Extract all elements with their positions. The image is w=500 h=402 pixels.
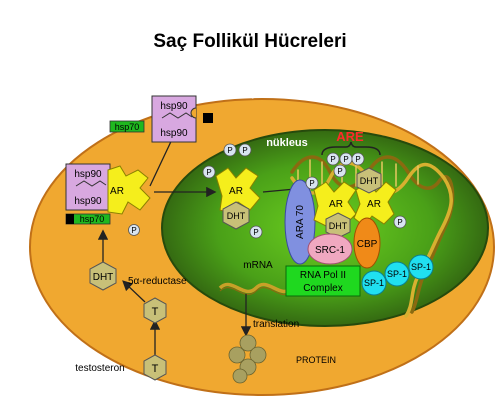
- p-label-n2: P: [242, 146, 247, 155]
- p-label-d5: P: [309, 179, 314, 188]
- cytoplasm-label: sitoplazma: [232, 87, 290, 99]
- dht-label-cytoplasm: DHT: [93, 272, 114, 283]
- hsp70-label-cyto: hsp70: [80, 214, 105, 224]
- ar-label-cytoplasm: AR: [110, 186, 124, 197]
- translation-label: translation: [253, 319, 299, 330]
- rnapol-label-2: Complex: [303, 283, 342, 294]
- rna-pol-complex: RNA Pol II Complex: [285, 265, 361, 297]
- t-label-lower: T: [152, 363, 159, 375]
- p-label-d4: P: [337, 167, 342, 176]
- nucleus-label: nükleus: [266, 137, 308, 149]
- cbp: CBP: [353, 217, 381, 269]
- hsp90-label-free-2: hsp90: [160, 128, 188, 139]
- ar-label-entering: AR: [229, 186, 243, 197]
- mrna-label: mRNA: [243, 260, 273, 271]
- p-label-d1: P: [330, 155, 335, 164]
- src1-label: SRC-1: [315, 245, 345, 256]
- dht-label-dimer-bottom: DHT: [329, 221, 348, 231]
- diagram-title: Saç Follikül Hücreleri: [153, 31, 346, 52]
- dht-hexagon-cytoplasm: DHT: [89, 261, 117, 291]
- rnapol-label-1: RNA Pol II: [300, 270, 346, 281]
- hsp70-label-free: hsp70: [115, 122, 140, 132]
- ar-receptor-dimer-right: [353, 181, 397, 227]
- mrna-strand: [218, 282, 294, 294]
- t-label-upper: T: [152, 306, 159, 318]
- hsp90-label-cyto-1: hsp90: [74, 169, 102, 180]
- sp1-label-2: SP-1: [387, 269, 407, 279]
- ar-receptor-cytoplasm: [107, 165, 151, 215]
- reductase-label: 5α-reductase: [128, 276, 187, 287]
- p-label-d3: P: [355, 155, 360, 164]
- ar-dht-entering: P P P AR DHT P: [202, 143, 263, 239]
- sp1-label-1: SP-1: [364, 278, 384, 288]
- p-label-cyto: P: [131, 226, 136, 235]
- dht-label-dimer-top: DHT: [360, 176, 379, 186]
- dht-label-entering: DHT: [227, 211, 246, 221]
- free-hsp-complex: hsp90 hsp90 hsp70: [109, 95, 213, 143]
- ar-receptor-entering: [215, 167, 261, 215]
- are-brace: [321, 141, 381, 156]
- ar-dimer: AR AR P P P P P P DHT DHT: [305, 152, 407, 239]
- ar-label-dimer-left: AR: [329, 199, 343, 210]
- sp1-label-3: SP-1: [411, 262, 431, 272]
- testosteron-label: testosteron: [75, 363, 124, 374]
- protein-blob: [228, 334, 267, 384]
- cytoplasmic-ar-complex: hsp90 hsp90 AR hsp70 P: [65, 163, 151, 236]
- are-label: ARE: [336, 129, 364, 144]
- src1: SRC-1: [307, 233, 353, 265]
- hsp90-label-free-1: hsp90: [160, 101, 188, 112]
- sp1-group: SP-1 SP-1 SP-1: [361, 254, 434, 296]
- p-label-n1: P: [227, 146, 232, 155]
- p-label-d2: P: [343, 155, 348, 164]
- p-label-d6: P: [397, 218, 402, 227]
- hsp90-label-cyto-2: hsp90: [74, 196, 102, 207]
- p-label-n4: P: [253, 228, 258, 237]
- ara70: ARA 70: [284, 179, 316, 265]
- testosterone-hexagon-lower: T: [143, 354, 167, 381]
- p-label-n3: P: [206, 168, 211, 177]
- nucleus: [161, 129, 489, 327]
- ar-label-dimer-right: AR: [367, 199, 381, 210]
- testosterone-hexagon-upper: T: [143, 297, 167, 324]
- protein-label: PROTEIN: [296, 355, 336, 365]
- ara70-label: ARA 70: [295, 205, 306, 239]
- cbp-label: CBP: [357, 239, 378, 250]
